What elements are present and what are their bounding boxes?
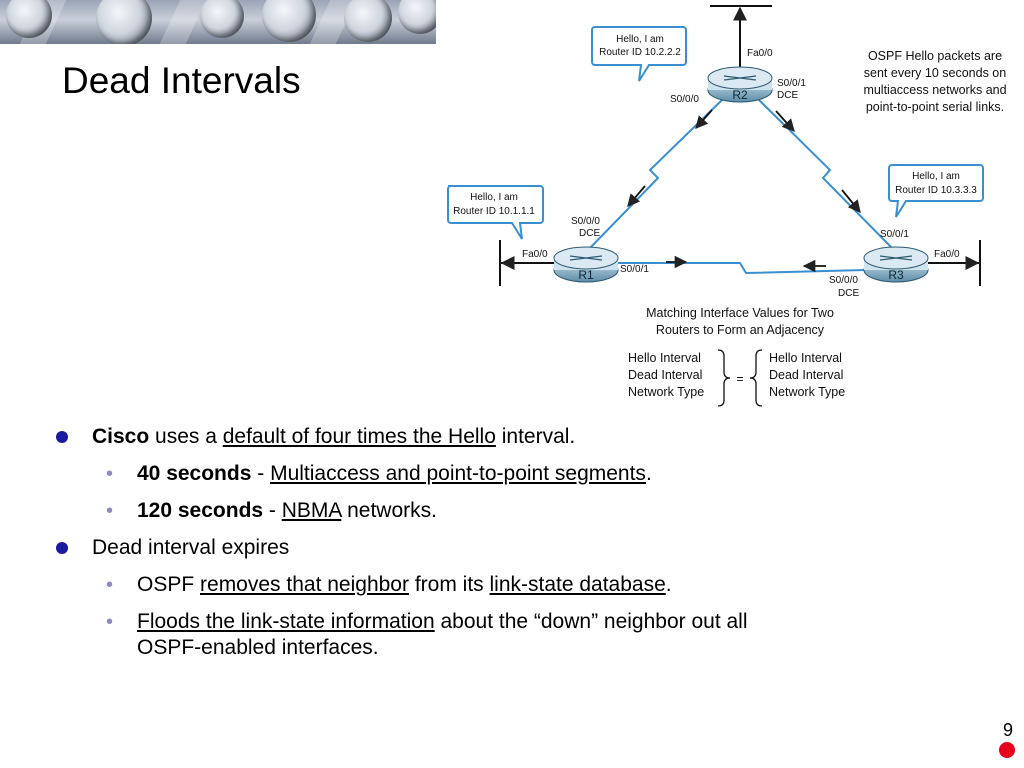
subbullet-floods-lsa: • Floods the link-state information abou… [106,610,748,659]
r3-s001-label: S0/0/1 [880,229,909,240]
left-brace [717,349,731,407]
r1-fa00-label: Fa0/0 [522,249,548,260]
router-r3-label: R3 [888,268,904,282]
bullet-dot [56,431,68,443]
right-network-type: Network Type [769,385,845,399]
header-banner-image [0,0,436,44]
right-dead-interval: Dead Interval [769,368,843,382]
matching-values: Matching Interface Values for Two Router… [628,306,845,407]
callout-r1-line2: Router ID 10.1.1.1 [453,206,535,217]
left-network-type: Network Type [628,385,704,399]
router-r3[interactable]: R3 [863,246,929,283]
slide-title: Dead Intervals [62,60,301,101]
lan-segments [499,5,981,286]
r3-dce-label: DCE [838,288,859,299]
bullet-list: Cisco uses a default of four times the H… [56,424,956,672]
r1-dce-label: DCE [579,228,600,239]
right-brace [749,349,763,407]
red-dot-icon [999,742,1015,758]
r2-s000-label: S0/0/0 [670,94,699,105]
callout-r2-line1: Hello, I am [616,34,664,45]
left-hello-interval: Hello Interval [628,351,701,365]
callout-r2: Hello, I am Router ID 10.2.2.2 [591,26,687,82]
equals-sign: = [736,372,743,386]
svg-text:OSPF Hello packets are: OSPF Hello packets are [868,49,1002,63]
r3-s000-label: S0/0/0 [829,275,858,286]
svg-text:point-to-point serial links.: point-to-point serial links. [866,100,1004,114]
callout-r1: Hello, I am Router ID 10.1.1.1 [447,185,544,240]
subbullet-40-seconds: • 40 seconds - Multiaccess and point-to-… [106,462,652,485]
router-r1-label: R1 [578,268,594,282]
r2-dce-label: DCE [777,90,798,101]
bullet-dot [56,542,68,554]
hello-arrows [627,109,861,273]
interface-labels: Fa0/0 S0/0/0 S0/0/1 DCE S0/0/0 DCE Fa0/0… [522,48,960,299]
bullet-dead-interval-expires: Dead interval expires [56,535,956,561]
r2-s001-label: S0/0/1 [777,78,806,89]
page-number: 9 [1002,720,1013,740]
callout-r1-line1: Hello, I am [470,192,518,203]
router-r1[interactable]: R1 [553,246,619,283]
subbullet-120-seconds: • 120 seconds - NBMA networks. [106,499,437,522]
ospf-network-diagram: R2 R1 R3 Hello, I am Router ID 10.2.2.2 … [447,5,1007,407]
r1-s001-label: S0/0/1 [620,264,649,275]
ospf-hello-note: OSPF Hello packets are sent every 10 sec… [863,49,1006,114]
matching-title-line1: Matching Interface Values for Two [646,306,834,320]
r2-fa00-label: Fa0/0 [747,48,773,59]
r1-s000-label: S0/0/0 [571,216,600,227]
subbullet-removes-neighbor: • OSPF removes that neighbor from its li… [106,573,672,596]
serial-links [589,98,893,275]
matching-title-line2: Routers to Form an Adjacency [656,323,825,337]
bullet-cisco-default: Cisco uses a default of four times the H… [56,424,956,450]
left-dead-interval: Dead Interval [628,368,702,382]
right-hello-interval: Hello Interval [769,351,842,365]
callout-r3: Hello, I am Router ID 10.3.3.3 [888,164,984,218]
callout-r3-line2: Router ID 10.3.3.3 [895,185,977,196]
callout-r3-line1: Hello, I am [912,171,960,182]
svg-text:sent every 10 seconds on: sent every 10 seconds on [864,66,1006,80]
r3-fa00-label: Fa0/0 [934,249,960,260]
router-r2[interactable]: R2 [707,66,773,103]
callout-r2-line2: Router ID 10.2.2.2 [599,47,681,58]
router-r2-label: R2 [732,88,748,102]
svg-text:multiaccess networks and: multiaccess networks and [863,83,1006,97]
